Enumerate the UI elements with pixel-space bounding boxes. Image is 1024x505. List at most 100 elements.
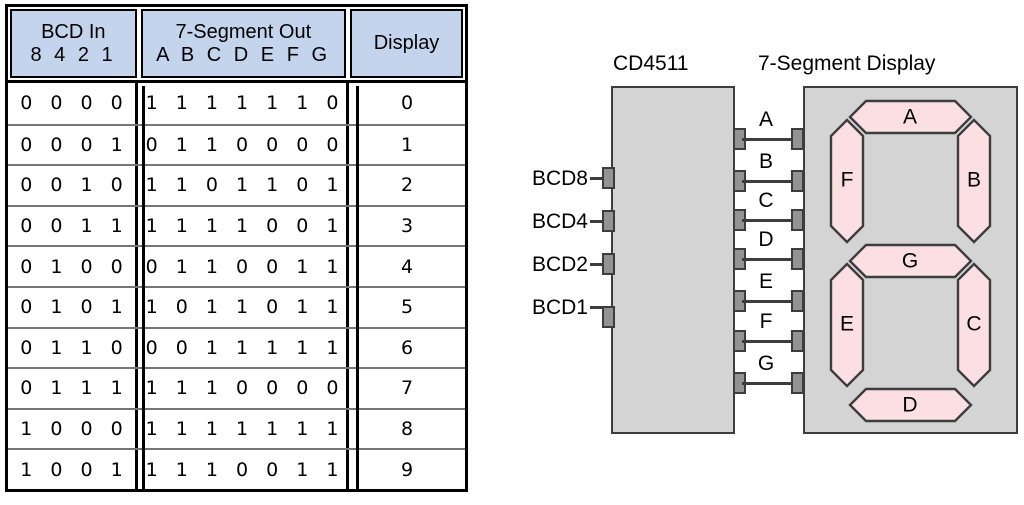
seven-segment-glyph: A F B G E C D bbox=[829, 99, 992, 423]
cell-bcd: 0 1 0 1 bbox=[8, 287, 138, 327]
cell-segment: 0 1 1 0 0 1 1 bbox=[138, 247, 349, 286]
cell-bcd: 0 1 1 1 bbox=[8, 369, 138, 408]
table-body: 0 0 0 0 1 1 1 1 1 1 0 0 0 0 0 1 0 1 1 0 … bbox=[8, 83, 465, 489]
header-display-title: Display bbox=[373, 32, 440, 55]
header-7segment-out-sub: A B C D E F G bbox=[156, 43, 331, 66]
cell-display: 8 bbox=[400, 418, 414, 441]
segment-b-shape bbox=[956, 118, 992, 244]
bcd-truth-table: BCD In 8 4 2 1 7-Segment Out A B C D E F… bbox=[5, 4, 468, 492]
table-row: 0 1 0 1 1 0 1 1 0 1 1 5 bbox=[8, 285, 465, 327]
cd4511-block-diagram: CD4511 7-Segment Display BCD8 BCD4 BCD2 … bbox=[490, 0, 1024, 505]
input-label-bcd2: BCD2 bbox=[531, 253, 588, 276]
table-row: 0 0 0 1 0 1 1 0 0 0 0 1 bbox=[8, 123, 465, 165]
segment-d-shape bbox=[848, 387, 973, 423]
output-wire-e bbox=[742, 300, 796, 303]
output-label-c: C bbox=[758, 189, 774, 212]
display-input-pin-d bbox=[791, 248, 804, 270]
table-row: 1 0 0 1 1 1 1 0 0 1 1 9 bbox=[8, 448, 465, 489]
segment-g-label: G bbox=[902, 250, 918, 273]
cell-display: 7 bbox=[400, 377, 414, 400]
output-wire-f bbox=[742, 340, 796, 343]
table-row: 0 1 0 0 0 1 1 0 0 1 1 4 bbox=[8, 245, 465, 286]
input-pin-bcd4 bbox=[602, 210, 615, 232]
cell-segment: 1 1 1 0 0 1 1 bbox=[138, 450, 349, 489]
output-label-e: E bbox=[758, 270, 773, 293]
table-row: 0 0 1 1 1 1 1 1 0 0 1 3 bbox=[8, 204, 465, 246]
display-input-pin-c bbox=[791, 209, 804, 231]
cell-display: 1 bbox=[400, 133, 414, 156]
display-input-pin-f bbox=[791, 330, 804, 352]
display-input-pin-a bbox=[791, 128, 804, 150]
cell-bcd: 1 0 0 1 bbox=[8, 450, 138, 489]
input-pin-bcd8 bbox=[602, 167, 615, 189]
table-header-row: BCD In 8 4 2 1 7-Segment Out A B C D E F… bbox=[8, 7, 465, 83]
output-wire-g bbox=[742, 382, 796, 385]
output-label-a: A bbox=[758, 108, 773, 131]
cell-segment: 0 1 1 0 0 0 0 bbox=[138, 125, 349, 165]
cell-bcd: 0 0 1 1 bbox=[8, 206, 138, 246]
segment-e-label: E bbox=[840, 313, 854, 336]
cell-display: 4 bbox=[400, 255, 414, 278]
output-wire-a bbox=[742, 138, 796, 141]
table-row: 0 1 1 1 1 1 1 0 0 0 0 7 bbox=[8, 367, 465, 408]
table-row: 1 0 0 0 1 1 1 1 1 1 1 8 bbox=[8, 407, 465, 449]
output-label-f: F bbox=[759, 310, 773, 333]
segment-b-label: B bbox=[967, 169, 981, 192]
column-divider-1 bbox=[142, 86, 145, 492]
cell-segment: 1 1 1 0 0 0 0 bbox=[138, 369, 349, 408]
table-row: 0 1 1 0 0 0 1 1 1 1 1 6 bbox=[8, 326, 465, 368]
display-input-pin-g bbox=[791, 372, 804, 394]
header-bcd-in: BCD In 8 4 2 1 bbox=[10, 9, 137, 78]
output-wire-d bbox=[742, 258, 796, 261]
display-title: 7-Segment Display bbox=[758, 52, 936, 75]
display-input-pin-b bbox=[791, 170, 804, 192]
header-bcd-in-title: BCD In bbox=[41, 21, 106, 44]
cell-bcd: 1 0 0 0 bbox=[8, 409, 138, 449]
segment-c-label: C bbox=[966, 313, 981, 336]
cell-display: 6 bbox=[400, 336, 414, 359]
cell-segment: 1 1 1 1 1 1 1 bbox=[138, 409, 349, 449]
output-label-d: D bbox=[758, 228, 774, 251]
input-label-bcd8: BCD8 bbox=[531, 167, 588, 190]
cell-display: 9 bbox=[400, 458, 414, 481]
header-bcd-in-sub: 8 4 2 1 bbox=[30, 43, 117, 66]
cell-segment: 0 0 1 1 1 1 1 bbox=[138, 328, 349, 368]
output-label-g: G bbox=[757, 352, 775, 375]
chip-title: CD4511 bbox=[613, 52, 689, 75]
segment-a-label: A bbox=[903, 106, 917, 129]
cell-bcd: 0 0 0 0 bbox=[8, 83, 138, 124]
cell-segment: 1 1 1 1 1 1 0 bbox=[138, 83, 349, 124]
segment-d-label: D bbox=[902, 394, 917, 417]
column-divider-2 bbox=[356, 86, 359, 492]
cd4511-chip-body bbox=[611, 86, 735, 434]
cell-segment: 1 1 0 1 1 0 1 bbox=[138, 166, 349, 205]
cell-bcd: 0 1 0 0 bbox=[8, 247, 138, 286]
output-wire-c bbox=[742, 219, 796, 222]
input-wire-bcd2 bbox=[590, 263, 612, 266]
input-pin-bcd1 bbox=[602, 306, 615, 328]
cell-bcd: 0 1 1 0 bbox=[8, 328, 138, 368]
header-7segment-out-title: 7-Segment Out bbox=[175, 21, 312, 44]
input-pin-bcd2 bbox=[602, 253, 615, 275]
output-wire-b bbox=[742, 180, 796, 183]
cell-segment: 1 1 1 1 0 0 1 bbox=[138, 206, 349, 246]
cell-bcd: 0 0 1 0 bbox=[8, 166, 138, 205]
cell-display: 5 bbox=[400, 296, 414, 319]
cell-display: 2 bbox=[400, 174, 414, 197]
cell-segment: 1 0 1 1 0 1 1 bbox=[138, 287, 349, 327]
input-label-bcd1: BCD1 bbox=[531, 296, 588, 319]
segment-f-shape bbox=[829, 118, 865, 244]
input-label-bcd4: BCD4 bbox=[531, 210, 588, 233]
table-row: 0 0 0 0 1 1 1 1 1 1 0 0 bbox=[8, 83, 465, 124]
cell-bcd: 0 0 0 1 bbox=[8, 125, 138, 165]
output-label-b: B bbox=[758, 150, 773, 173]
input-wire-bcd4 bbox=[590, 220, 612, 223]
display-input-pin-e bbox=[791, 290, 804, 312]
segment-g-shape bbox=[848, 243, 973, 279]
input-wire-bcd1 bbox=[590, 306, 612, 309]
cell-display: 3 bbox=[400, 215, 414, 238]
segment-f-label: F bbox=[841, 169, 854, 192]
segment-a-shape bbox=[848, 99, 973, 135]
header-display: Display bbox=[350, 9, 464, 78]
segment-c-shape bbox=[956, 262, 992, 388]
